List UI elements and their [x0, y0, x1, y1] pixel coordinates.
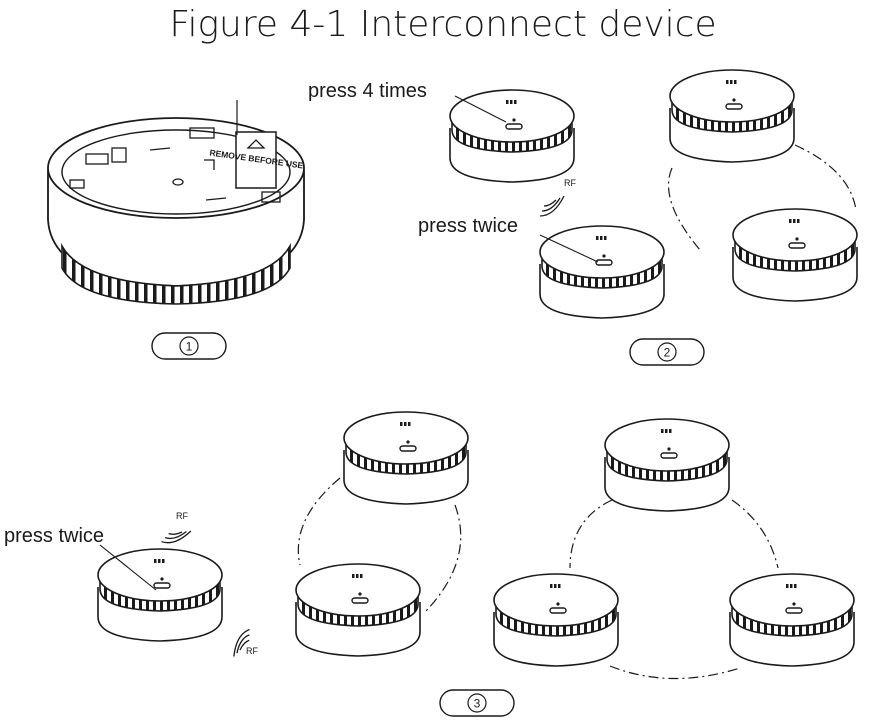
svg-text:RF: RF: [564, 178, 576, 188]
svg-text:2: 2: [664, 346, 671, 360]
svg-text:RF: RF: [176, 511, 188, 521]
press-twice-label: press twice: [418, 215, 518, 237]
press-4-times-label: press 4 times: [308, 80, 427, 102]
figure-title: Figure 4-1 Interconnect device: [169, 4, 716, 45]
svg-text:3: 3: [474, 697, 481, 711]
svg-text:1: 1: [186, 340, 193, 354]
step-3-badge: 3: [439, 689, 515, 717]
smoke-alarm-device: [729, 573, 855, 667]
svg-text:RF: RF: [246, 646, 258, 656]
dash-dot-connection-line: [668, 144, 857, 251]
rf-signal-icon: RF: [160, 511, 192, 551]
smoke-alarm-device: [732, 208, 858, 302]
callout-line: [454, 95, 507, 123]
smoke-alarm-device: [449, 89, 575, 183]
callout-line: [99, 544, 157, 591]
step-1-badge: 1: [151, 332, 227, 360]
smoke-alarm-device: [295, 563, 421, 657]
dash-dot-connection-line: [297, 477, 779, 680]
smoke-alarm-device: [493, 573, 619, 667]
callout-line: [539, 234, 599, 263]
smoke-alarm-device: [669, 69, 795, 163]
rf-signal-icon: RF: [226, 628, 258, 658]
smoke-alarm-device: [539, 225, 665, 319]
smoke-alarm-device: [343, 411, 469, 505]
smoke-alarm-device: [97, 548, 223, 642]
rf-signal-icon: RF: [539, 178, 576, 217]
step-2-badge: 2: [629, 338, 705, 366]
base-with-tab: REMOVE BEFORE USE: [47, 100, 305, 305]
press-twice-label: press twice: [4, 525, 104, 547]
smoke-alarm-device: [604, 418, 730, 512]
